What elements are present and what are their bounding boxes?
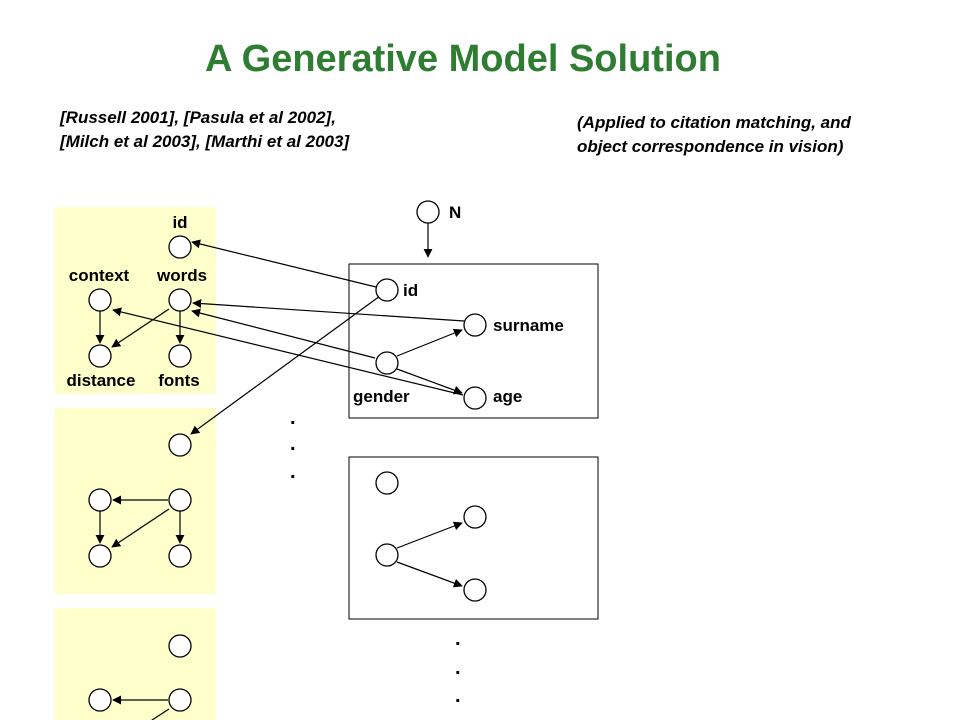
edge-age-context: [112, 307, 464, 396]
edge-gender-age: [396, 368, 463, 395]
edge-plate2-gender-surname: [396, 521, 463, 549]
edge-surname-words: [192, 299, 465, 322]
citation-id-node: [168, 235, 192, 259]
citation2-fonts-node: [168, 544, 192, 568]
ellipsis-dot: .: [455, 628, 461, 650]
gender-node: [375, 351, 399, 375]
author-id-label: id: [403, 281, 418, 300]
edge-plate2-gender-age: [396, 561, 463, 588]
surname-node: [463, 313, 487, 337]
citation-id-label: id: [172, 213, 187, 232]
context-node: [88, 288, 112, 312]
references-line-2: [Milch et al 2003], [Marthi et al 2003]: [60, 132, 350, 151]
application-note-line-1: (Applied to citation matching, and: [577, 113, 851, 132]
age-label: age: [493, 387, 522, 406]
edge-author-id-citation2-id: [190, 295, 381, 435]
edge-words-distance: [111, 308, 170, 348]
author-plate-2: [348, 456, 599, 620]
context-label: context: [69, 266, 130, 285]
citation-panel-3: [55, 608, 216, 720]
edge-author-id-citation-id: [191, 239, 377, 288]
distance-node: [88, 344, 112, 368]
application-note-line-2: object correspondence in vision): [577, 137, 844, 156]
ellipsis-dot: .: [455, 685, 461, 707]
n-node: [416, 200, 440, 224]
references-line-1: [Russell 2001], [Pasula et al 2002],: [60, 108, 336, 127]
words-label: words: [156, 266, 207, 285]
edge-p3-words-distance: [151, 708, 170, 720]
application-note: (Applied to citation matching, and objec…: [577, 111, 851, 159]
author-id-node: [375, 278, 399, 302]
n-label: N: [449, 203, 461, 222]
references-text: [Russell 2001], [Pasula et al 2002], [Mi…: [60, 106, 349, 154]
citation2-words-node: [168, 488, 192, 512]
author2-age-node: [463, 578, 487, 602]
citation-panel-2: [55, 408, 216, 594]
ellipsis-dot: .: [290, 433, 296, 455]
distance-label: distance: [67, 371, 136, 390]
edge-p2-words-distance: [111, 508, 170, 548]
citation3-context-node: [88, 688, 112, 712]
ellipsis-dot: .: [455, 657, 461, 679]
ellipsis-dot: .: [290, 407, 296, 429]
age-node: [463, 386, 487, 410]
edge-gender-surname: [396, 328, 463, 357]
author2-surname-node: [463, 505, 487, 529]
edge-gender-words: [191, 308, 376, 359]
author2-id-node: [375, 471, 399, 495]
author2-gender-node: [375, 543, 399, 567]
citation2-id-node: [168, 433, 192, 457]
slide-title: A Generative Model Solution: [205, 38, 721, 80]
fonts-label: fonts: [158, 371, 200, 390]
citation2-context-node: [88, 488, 112, 512]
surname-label: surname: [493, 316, 564, 335]
citation2-distance-node: [88, 544, 112, 568]
fonts-node: [168, 344, 192, 368]
gender-label: gender: [353, 387, 410, 406]
words-node: [168, 288, 192, 312]
citation-panel-1: [55, 207, 216, 394]
citation3-id-node: [168, 634, 192, 658]
author-plate-1: [348, 263, 599, 419]
citation3-words-node: [168, 688, 192, 712]
ellipsis-dot: .: [290, 461, 296, 483]
